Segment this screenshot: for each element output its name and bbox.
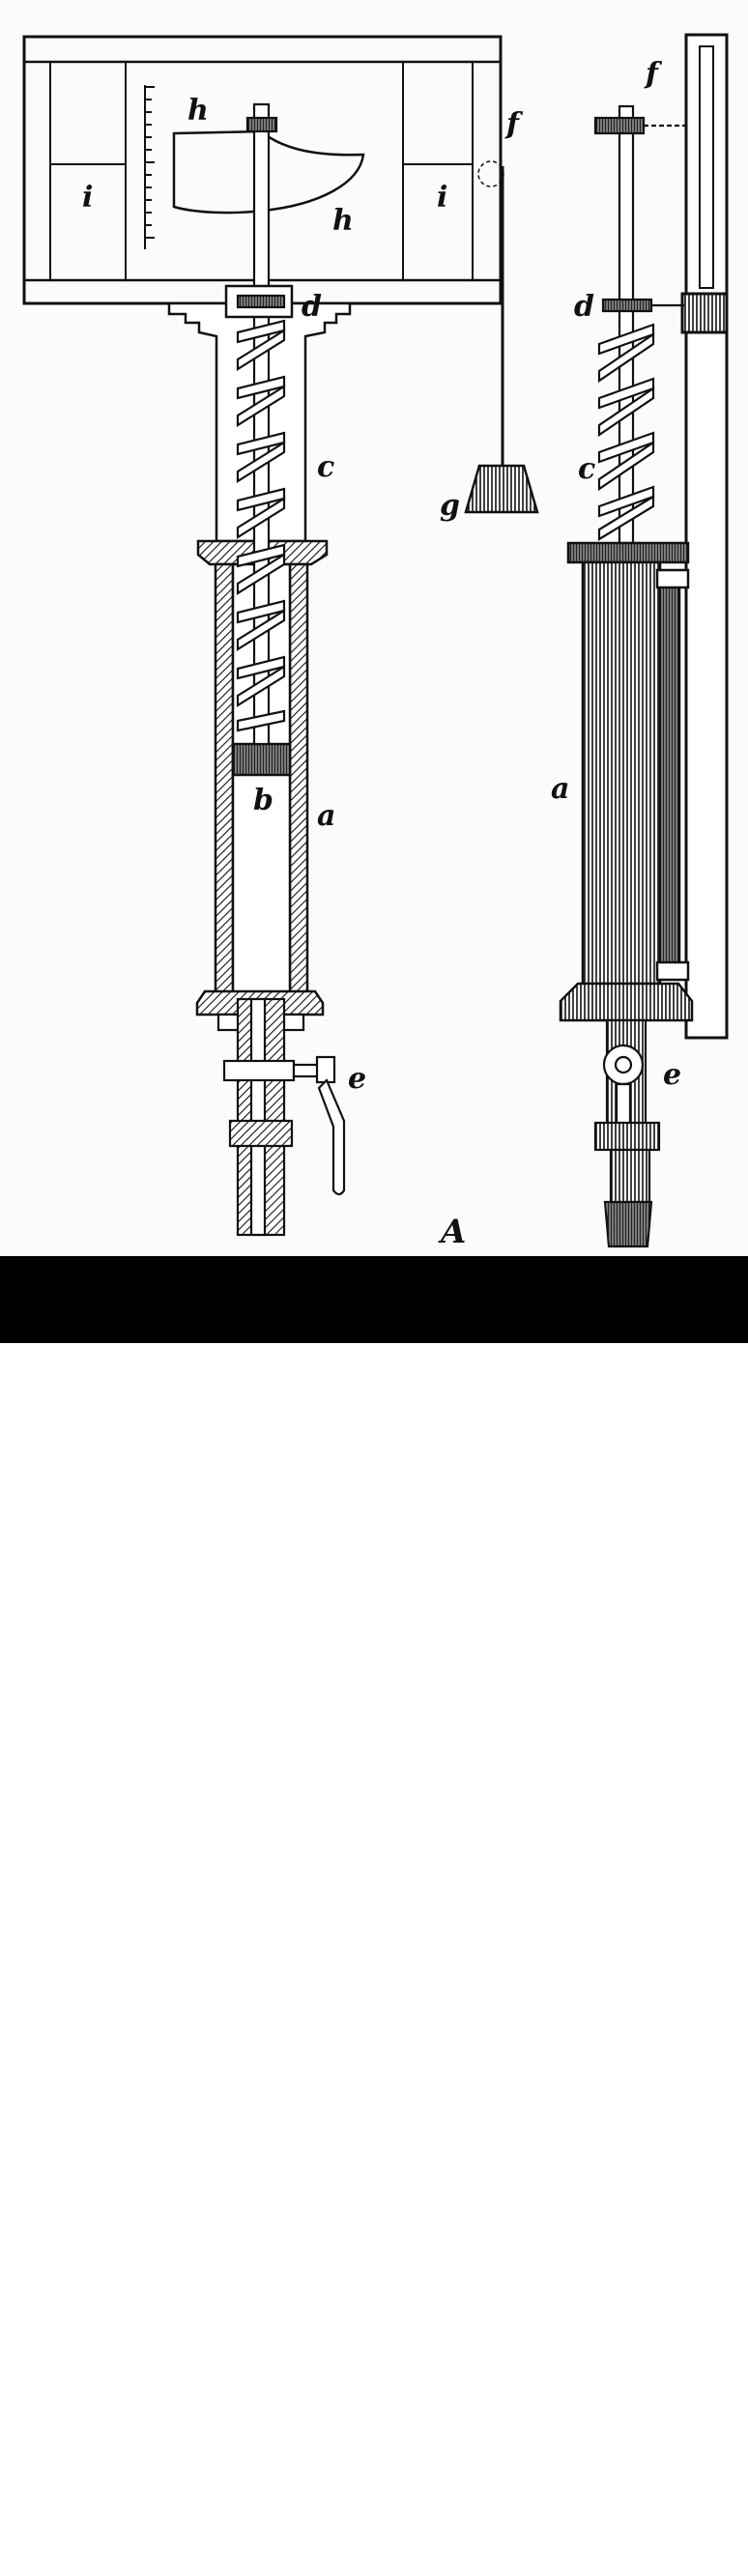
- right-stopcock-e: [593, 1018, 661, 1248]
- left-spring: [236, 319, 286, 732]
- site-url: www.alamy.com: [586, 2555, 719, 2574]
- right-cylinder-a: [559, 541, 694, 1022]
- label-c-left: c: [317, 450, 334, 484]
- right-spring: [597, 323, 655, 541]
- label-e-left: e: [348, 1062, 366, 1096]
- illustration-area: h h i i f f d d c c g b a a e e A: [0, 0, 748, 1256]
- pressure-curve: [172, 129, 365, 215]
- label-a-left: a: [317, 799, 335, 833]
- label-f-right: f: [644, 57, 663, 91]
- recording-scale: [144, 85, 155, 249]
- label-i-left: i: [82, 181, 93, 215]
- image-id: 2S8RH5B: [642, 2532, 720, 2551]
- label-i-right: i: [437, 181, 447, 215]
- right-drum-frame: [680, 33, 729, 1040]
- left-stopcock-e: [216, 997, 346, 1237]
- label-f-left: f: [504, 107, 524, 141]
- label-d-left: d: [302, 290, 322, 324]
- watermark-footer: alamy 2S8RH5B www.alamy.com: [0, 1256, 748, 2574]
- brand-logo: alamy: [48, 2529, 175, 2573]
- label-a-right: a: [551, 772, 569, 806]
- label-c-right: c: [578, 452, 595, 486]
- label-h-bottom: h: [332, 204, 354, 238]
- label-h-top: h: [187, 94, 209, 128]
- figure-label: A: [438, 1213, 466, 1251]
- label-d-right: d: [574, 290, 594, 324]
- label-b: b: [253, 784, 273, 817]
- image-reference: 2S8RH5B www.alamy.com: [587, 2530, 719, 2576]
- label-e-right: e: [663, 1058, 681, 1092]
- weight-g: [464, 160, 539, 514]
- piston-rod: [224, 102, 294, 746]
- apparatus-drawing: h h i i f f d d c c g b a a e e A: [22, 33, 729, 1251]
- piston-b: [231, 742, 292, 777]
- label-g: g: [440, 489, 460, 523]
